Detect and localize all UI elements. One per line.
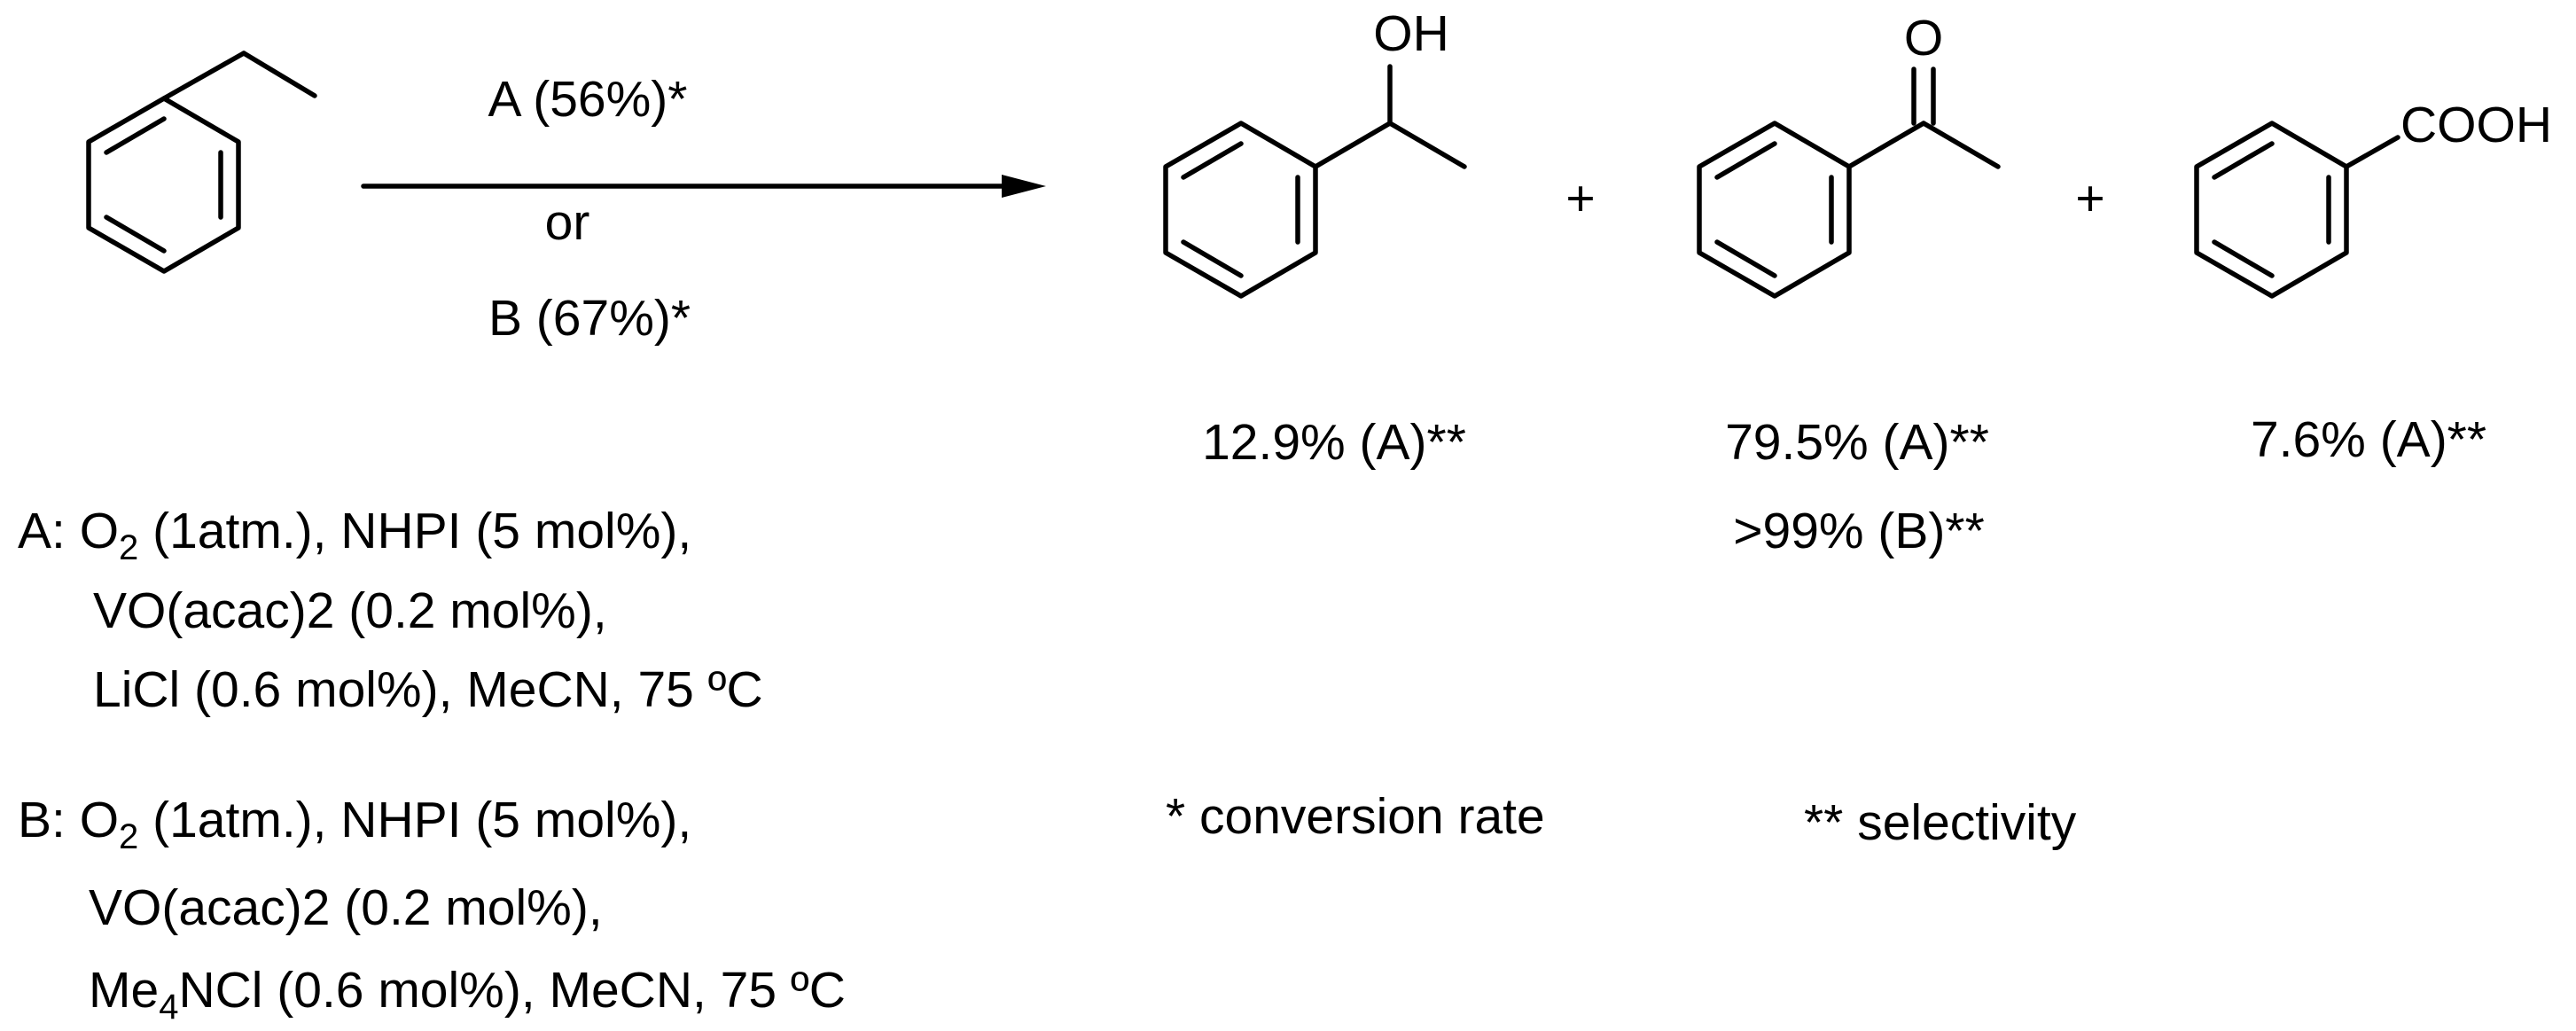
product2-selectivity-b: >99% (B)** [1733, 503, 1985, 559]
or-label: or [545, 194, 590, 251]
condition-a-line-2: VO(acac)2 (0.2 mol%), [93, 582, 607, 639]
phenylethanol-structure [1163, 64, 1467, 299]
hydroxyl-label: OH [1373, 5, 1449, 62]
footnote-conversion-rate: * conversion rate [1166, 788, 1545, 845]
benzoic-acid-structure [2194, 121, 2400, 299]
product2-selectivity-a: 79.5% (A)** [1725, 414, 1989, 471]
condition-b-line-3: Me4NCl (0.6 mol%), MeCN, 75 ºC [89, 962, 846, 1027]
footnote-selectivity: ** selectivity [1804, 794, 2077, 851]
condition-a-line-1: A: O2 (1atm.), NHPI (5 mol%), [18, 503, 691, 567]
reaction-arrow [361, 175, 1046, 198]
carboxyl-label: COOH [2400, 97, 2552, 153]
product3-selectivity-a: 7.6% (A)** [2251, 411, 2486, 468]
carbonyl-oxygen-label: O [1904, 10, 1943, 66]
product1-selectivity-a: 12.9% (A)** [1202, 414, 1466, 471]
condition-a-line-3: LiCl (0.6 mol%), MeCN, 75 ºC [93, 661, 763, 718]
acetophenone-structure [1697, 66, 2001, 299]
condition-b-label: B (67%)* [488, 290, 691, 347]
plus-sign: + [2075, 170, 2104, 227]
condition-b-line-1: B: O2 (1atm.), NHPI (5 mol%), [18, 792, 691, 856]
condition-b-line-2: VO(acac)2 (0.2 mol%), [89, 879, 603, 936]
ethylbenzene-structure [86, 51, 317, 274]
plus-sign: + [1565, 170, 1595, 227]
condition-a-label: A (56%)* [488, 71, 688, 128]
